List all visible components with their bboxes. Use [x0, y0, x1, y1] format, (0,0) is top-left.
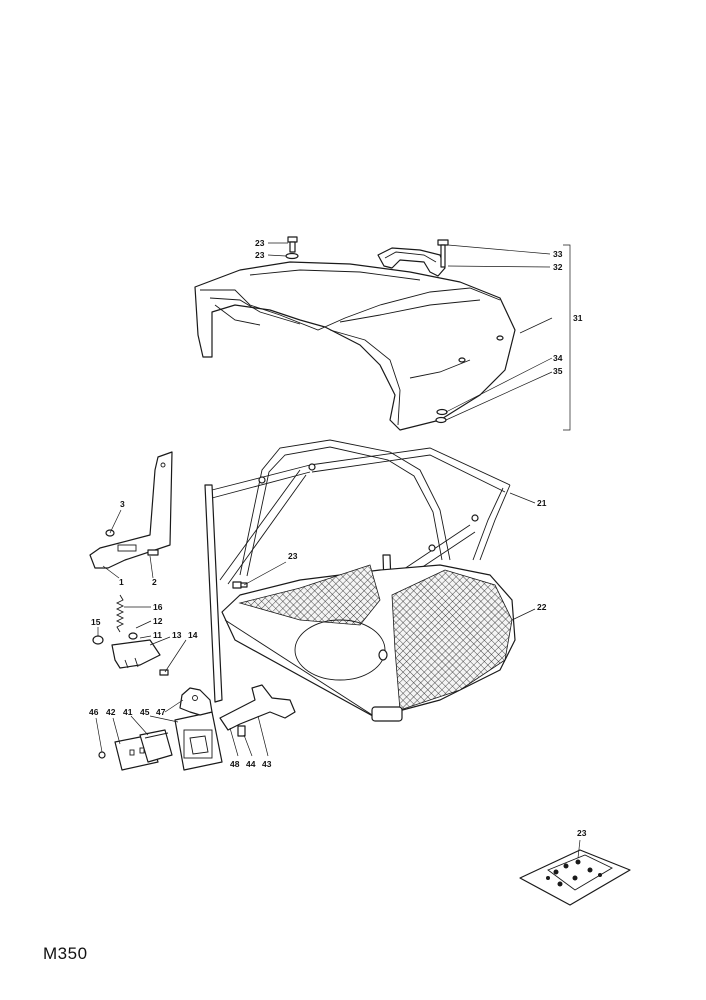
- callout-12: 12: [153, 616, 163, 626]
- callout-23: 23: [255, 238, 265, 248]
- handle-part: [377, 247, 446, 277]
- callout-32: 32: [553, 262, 563, 272]
- callout-22: 22: [537, 602, 547, 612]
- frame-bolt-part: [232, 581, 248, 589]
- callout-35: 35: [553, 366, 563, 376]
- callout-3: 3: [120, 499, 125, 509]
- callout-43: 43: [262, 759, 272, 769]
- callout-15: 15: [91, 617, 101, 627]
- callout-44: 44: [246, 759, 256, 769]
- callout-23: 23: [577, 828, 587, 838]
- callout-16: 16: [153, 602, 163, 612]
- callout-31: 31: [573, 313, 583, 323]
- callouts: 23 23 33 32 31 34 35 21 22 23 3 1 2 16 1…: [89, 238, 587, 838]
- switch-block-part: [139, 729, 173, 763]
- callout-14: 14: [188, 630, 198, 640]
- bracket-part: [89, 451, 173, 569]
- catcher-cover: [194, 261, 516, 431]
- leader-lines: [95, 242, 581, 859]
- callout-13: 13: [172, 630, 182, 640]
- bolt-washer-part: [285, 236, 299, 260]
- callout-34: 34: [553, 353, 563, 363]
- bolt-part: [437, 239, 449, 268]
- callout-46: 46: [89, 707, 99, 717]
- switch-housing-part: [174, 711, 223, 771]
- fastener-bag-part: [519, 849, 631, 906]
- callout-33: 33: [553, 249, 563, 259]
- callout-1: 1: [119, 577, 124, 587]
- document-code: M350: [43, 944, 88, 963]
- callout-21: 21: [537, 498, 547, 508]
- callout-45: 45: [140, 707, 150, 717]
- callout-48: 48: [230, 759, 240, 769]
- callout-2: 2: [152, 577, 157, 587]
- catcher-bag: [221, 564, 516, 722]
- callout-23: 23: [288, 551, 298, 561]
- actuator-bracket-part: [179, 687, 213, 716]
- callout-11: 11: [153, 630, 162, 640]
- callout-47: 47: [156, 707, 166, 717]
- spring-part: [115, 594, 125, 633]
- washer-part: [435, 408, 448, 424]
- callout-41: 41: [123, 707, 133, 717]
- callout-23: 23: [255, 250, 265, 260]
- latch-part: [92, 632, 169, 676]
- callout-42: 42: [106, 707, 116, 717]
- lever-part: [219, 684, 296, 737]
